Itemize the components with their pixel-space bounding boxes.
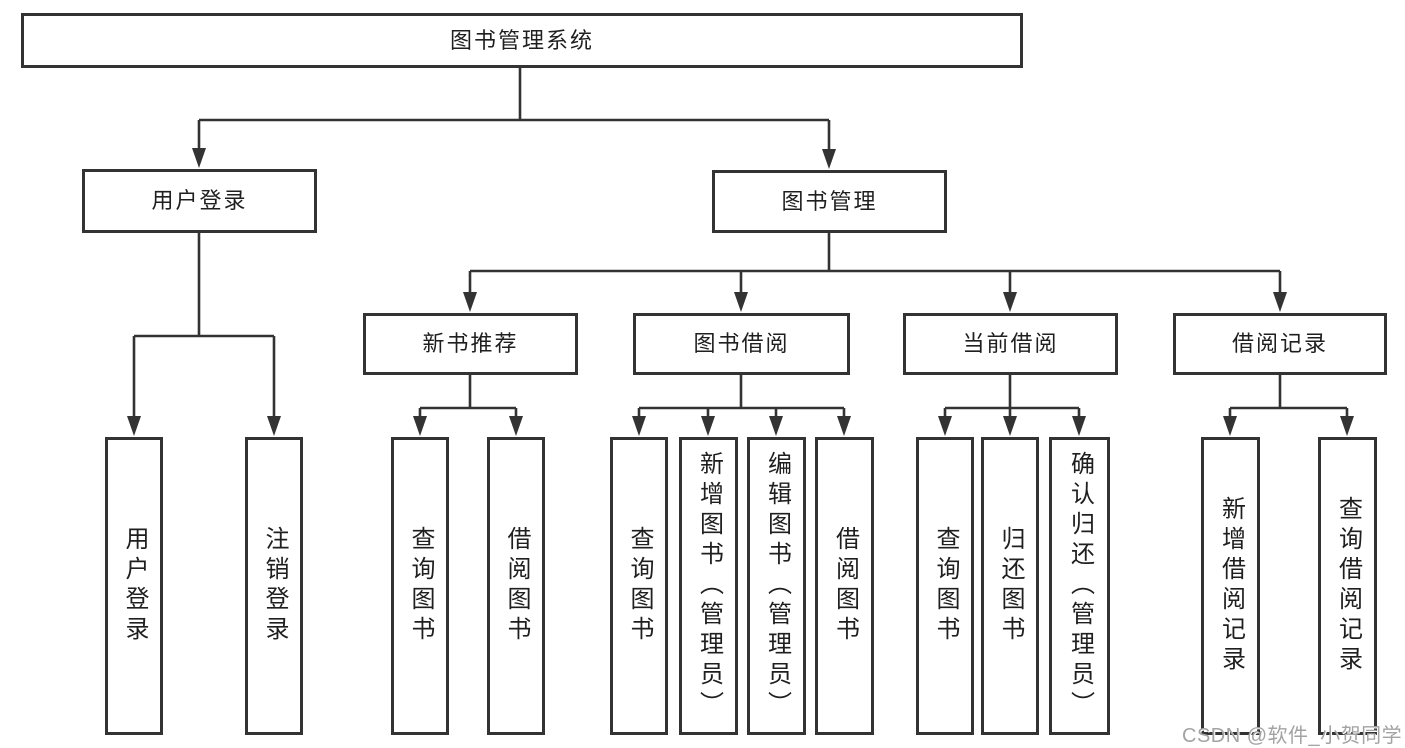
arrowhead bbox=[769, 416, 783, 436]
node-borrow-records: 借阅记录 bbox=[1173, 313, 1387, 375]
arrowhead bbox=[701, 416, 715, 436]
node-user-login: 用户登录 bbox=[82, 169, 317, 233]
csdn-watermark: CSDN @软件_小贺同学 bbox=[1182, 725, 1403, 747]
leaf-br-query-record: 查询借阅记录 bbox=[1318, 437, 1377, 735]
leaf-cb-return-books: 归还图书 bbox=[981, 437, 1039, 735]
connector-book-management-children bbox=[463, 233, 1287, 312]
leaf-br-add-record: 新增借阅记录 bbox=[1201, 437, 1260, 735]
leaf-cb-query-books: 查询图书 bbox=[916, 437, 974, 735]
arrowhead bbox=[632, 416, 646, 436]
arrowhead bbox=[1340, 416, 1354, 436]
connector-root-to-level2 bbox=[192, 68, 836, 169]
arrowhead bbox=[509, 416, 523, 436]
connector-book-borrow-children bbox=[632, 375, 851, 436]
arrowhead bbox=[1273, 292, 1287, 312]
connector-new-book-rec-children bbox=[413, 375, 523, 436]
node-book-management: 图书管理 bbox=[712, 170, 947, 233]
node-current-borrow: 当前借阅 bbox=[903, 313, 1118, 375]
arrowhead bbox=[837, 416, 851, 436]
connector-borrow-records-children bbox=[1223, 375, 1354, 436]
leaf-bb-query-books: 查询图书 bbox=[610, 437, 668, 735]
leaf-bb-edit-books-admin: 编辑图书（管理员） bbox=[747, 437, 806, 735]
leaf-bb-add-books-admin: 新增图书（管理员） bbox=[679, 437, 738, 735]
node-new-book-recommend: 新书推荐 bbox=[363, 313, 578, 375]
connector-current-borrow-children bbox=[938, 375, 1086, 436]
arrowhead bbox=[1003, 292, 1017, 312]
arrowhead bbox=[1072, 416, 1086, 436]
arrowhead bbox=[413, 416, 427, 436]
node-book-borrow: 图书借阅 bbox=[633, 313, 850, 375]
arrowhead bbox=[192, 148, 206, 168]
connector-user-login-children bbox=[127, 233, 281, 436]
arrowhead bbox=[1003, 416, 1017, 436]
arrowhead bbox=[822, 149, 836, 169]
arrowhead bbox=[127, 416, 141, 436]
arrowhead bbox=[734, 292, 748, 312]
leaf-cb-confirm-return-admin: 确认归还（管理员） bbox=[1049, 437, 1110, 735]
arrowhead bbox=[938, 416, 952, 436]
arrowhead bbox=[267, 416, 281, 436]
leaf-logout: 注销登录 bbox=[245, 437, 303, 735]
arrowhead bbox=[1223, 416, 1237, 436]
arrowhead bbox=[463, 292, 477, 312]
leaf-nbr-query-books: 查询图书 bbox=[391, 437, 449, 735]
node-root-library-system: 图书管理系统 bbox=[21, 13, 1023, 68]
leaf-nbr-borrow-books: 借阅图书 bbox=[487, 437, 545, 735]
leaf-bb-borrow-books: 借阅图书 bbox=[815, 437, 874, 735]
leaf-user-login: 用户登录 bbox=[105, 437, 163, 735]
